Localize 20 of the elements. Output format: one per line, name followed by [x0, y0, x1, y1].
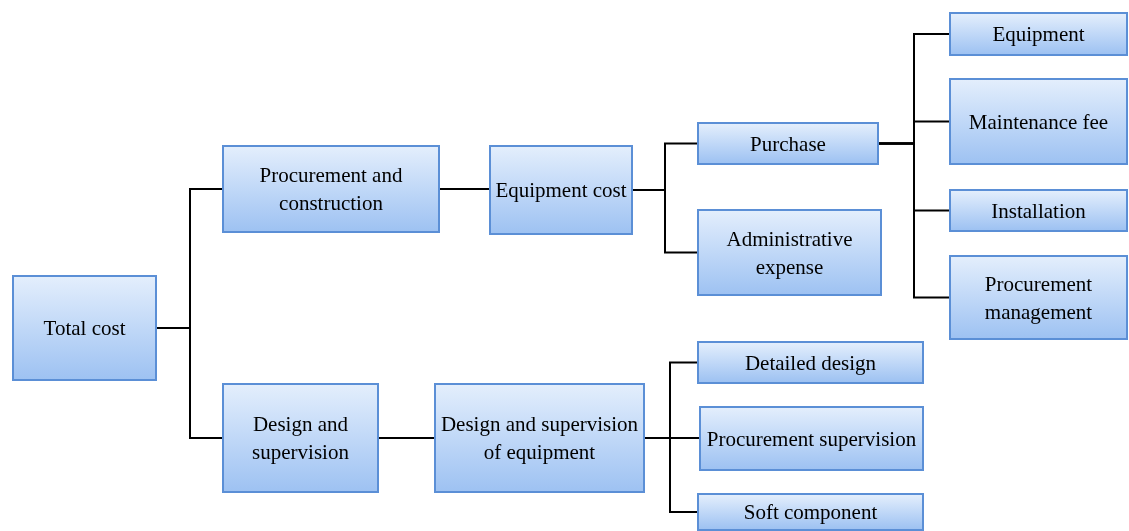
cost-box: Design and supervision: [222, 383, 379, 493]
cost-box: Total cost: [12, 275, 157, 381]
cost-box: Equipment: [949, 12, 1128, 56]
cost-box: Maintenance fee: [949, 78, 1128, 165]
connector-line: [878, 142, 950, 299]
connector-line: [378, 437, 435, 439]
cost-box: Equipment cost: [489, 145, 633, 235]
cost-box: Procurement supervision: [699, 406, 924, 471]
cost-box: Administrative expense: [697, 209, 882, 296]
connector-line: [632, 189, 698, 254]
connector-line: [439, 188, 490, 190]
cost-box: Detailed design: [697, 341, 924, 384]
cost-box: Purchase: [697, 122, 879, 165]
connector-line: [156, 327, 223, 439]
cost-box: Design and supervision of equipment: [434, 383, 645, 493]
connector-line: [644, 437, 698, 513]
cost-box: Soft component: [697, 493, 924, 531]
cost-box: Procurement and construction: [222, 145, 440, 233]
cost-box: Installation: [949, 189, 1128, 232]
cost-box: Procurement management: [949, 255, 1128, 340]
